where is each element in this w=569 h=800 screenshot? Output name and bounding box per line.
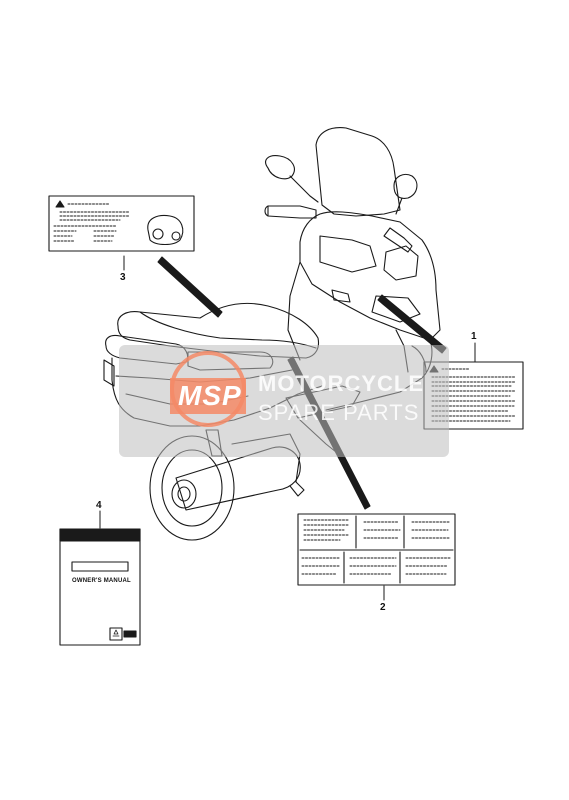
watermark <box>119 345 449 457</box>
mirror-left <box>265 155 295 180</box>
watermark-logo-box <box>170 378 246 414</box>
scooter-drawing <box>103 127 441 541</box>
front-fairing <box>299 211 441 341</box>
watermark-logo-text: MSP <box>178 380 242 411</box>
label-2-info-sticker <box>297 513 456 586</box>
callout-number-4: 4 <box>96 500 102 511</box>
windscreen <box>315 127 401 217</box>
label-3-warning-sticker <box>48 195 195 252</box>
watermark-line-2: SPARE PARTS <box>258 400 420 425</box>
watermark-line-1: MOTORCYCLE <box>258 371 425 396</box>
owners-manual-book <box>59 528 141 646</box>
handlebar-right <box>383 227 413 253</box>
handlebar-left <box>267 205 317 219</box>
manual-title: OWNER'S MANUAL <box>72 578 131 584</box>
mirror-right <box>393 173 418 199</box>
watermark-band <box>119 345 449 457</box>
callout-number-2: 2 <box>380 602 386 613</box>
pointer-3 <box>157 256 223 318</box>
callout-number-3: 3 <box>120 272 126 283</box>
callout-number-1: 1 <box>471 331 477 342</box>
